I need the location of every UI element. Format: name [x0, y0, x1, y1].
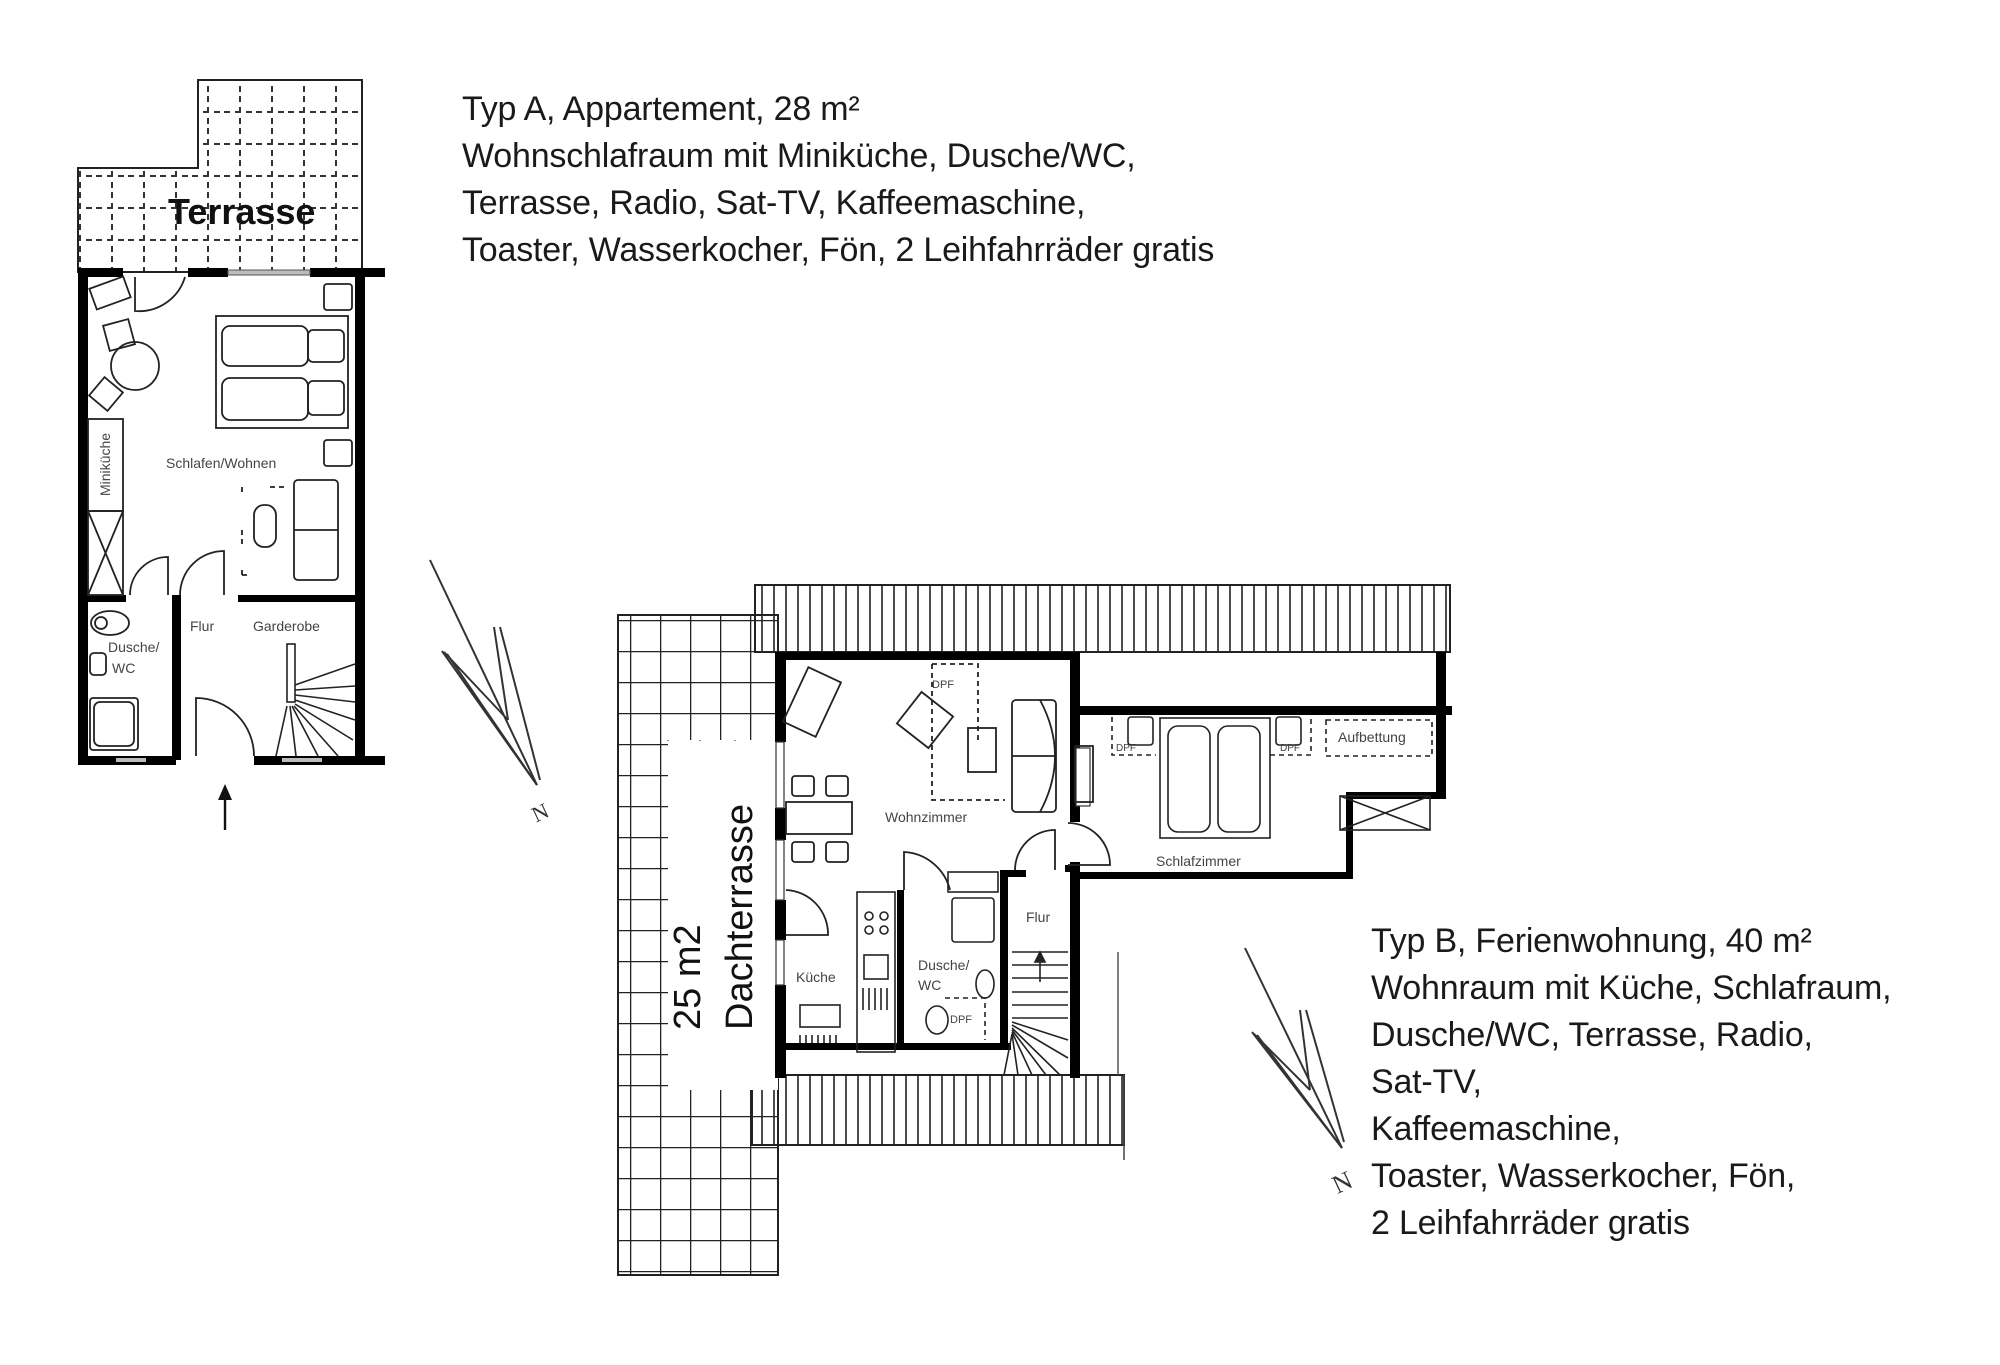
kitchenette-a: Miniküche — [87, 418, 124, 596]
typ-b-line: Toaster, Wasserkocher, Fön, — [1371, 1157, 1796, 1195]
typ-a-line: Terrasse, Radio, Sat-TV, Kaffeemaschine, — [462, 184, 1086, 222]
kitchen-b — [799, 891, 896, 1053]
typ-b-line: 2 Leihfahrräder gratis — [1371, 1204, 1690, 1242]
typ-a-title: Typ A, Appartement, 28 m² — [462, 90, 860, 128]
dpf-label-1: DPF — [932, 679, 954, 691]
entrance-arrow-icon — [218, 784, 232, 830]
typ-b-line: Dusche/WC, Terrasse, Radio, — [1371, 1016, 1813, 1054]
terrace-a: Terrasse — [77, 79, 363, 273]
dpf-label-4: DPF — [1280, 743, 1300, 754]
extra-bed-label: Aufbettung — [1338, 729, 1406, 745]
staircase-b — [1003, 950, 1069, 1076]
terrace-label: Terrasse — [168, 191, 315, 232]
typ-b-title: Typ B, Ferienwohnung, 40 m² — [1371, 922, 1812, 960]
plan-typ-a: Terrasse — [77, 79, 553, 830]
hall-label-b: Flur — [1026, 909, 1050, 925]
doors-a — [129, 276, 255, 757]
roof-terrace-label: Dachterrasse — [719, 804, 761, 1030]
bathroom-a — [89, 610, 139, 751]
furniture-bedroom-b — [1111, 716, 1433, 839]
windows-b — [775, 741, 1091, 986]
typ-a-description: Typ A, Appartement, 28 m² Wohnschlafraum… — [462, 86, 1214, 274]
north-arrow-icon: N — [1244, 947, 1357, 1200]
svg-text:N: N — [528, 798, 553, 827]
hall-label: Flur — [190, 618, 214, 634]
kitchen-label: Küche — [796, 969, 836, 985]
typ-a-line: Toaster, Wasserkocher, Fön, 2 Leihfahrrä… — [462, 231, 1215, 269]
walls-b — [775, 652, 1452, 1078]
roof-terrace-area-label: 25 m2 — [667, 924, 709, 1030]
living-room-label: Wohnzimmer — [885, 809, 968, 825]
plan-typ-b: 25 m2 Dachterrasse — [617, 584, 1452, 1276]
roof-top-b — [754, 584, 1451, 653]
bedroom-label: Schlafzimmer — [1156, 853, 1241, 869]
north-arrow-icon: N — [429, 559, 553, 827]
wc-label-b: WC — [918, 977, 941, 993]
typ-b-line: Wohnraum mit Küche, Schlafraum, — [1371, 969, 1892, 1007]
wc-label: WC — [112, 660, 135, 676]
wardrobe-label: Garderobe — [253, 618, 320, 634]
roof-terrace-b: 25 m2 Dachterrasse — [617, 614, 779, 1276]
staircase-a — [275, 643, 356, 757]
dpf-label-2: DPF — [950, 1014, 972, 1026]
typ-a-line: Wohnschlafraum mit Miniküche, Dusche/WC, — [462, 137, 1136, 175]
furniture-a — [87, 275, 353, 581]
living-sleeping-label: Schlafen/Wohnen — [166, 455, 276, 471]
shower-label: Dusche/ — [108, 639, 159, 655]
svg-text:Miniküche: Miniküche — [97, 433, 113, 496]
svg-text:N: N — [1328, 1165, 1357, 1199]
typ-b-line: Sat-TV, — [1371, 1063, 1482, 1101]
dpf-label-3: DPF — [1116, 743, 1136, 754]
typ-b-line: Kaffeemaschine, — [1371, 1110, 1621, 1148]
roof-bottom-b — [751, 1074, 1125, 1146]
walls-a — [78, 268, 385, 765]
furniture-living-b — [781, 663, 1094, 863]
bathroom-b — [925, 871, 999, 1040]
shower-label-b: Dusche/ — [918, 957, 969, 973]
typ-b-description: Typ B, Ferienwohnung, 40 m² Wohnraum mit… — [1371, 918, 1892, 1247]
